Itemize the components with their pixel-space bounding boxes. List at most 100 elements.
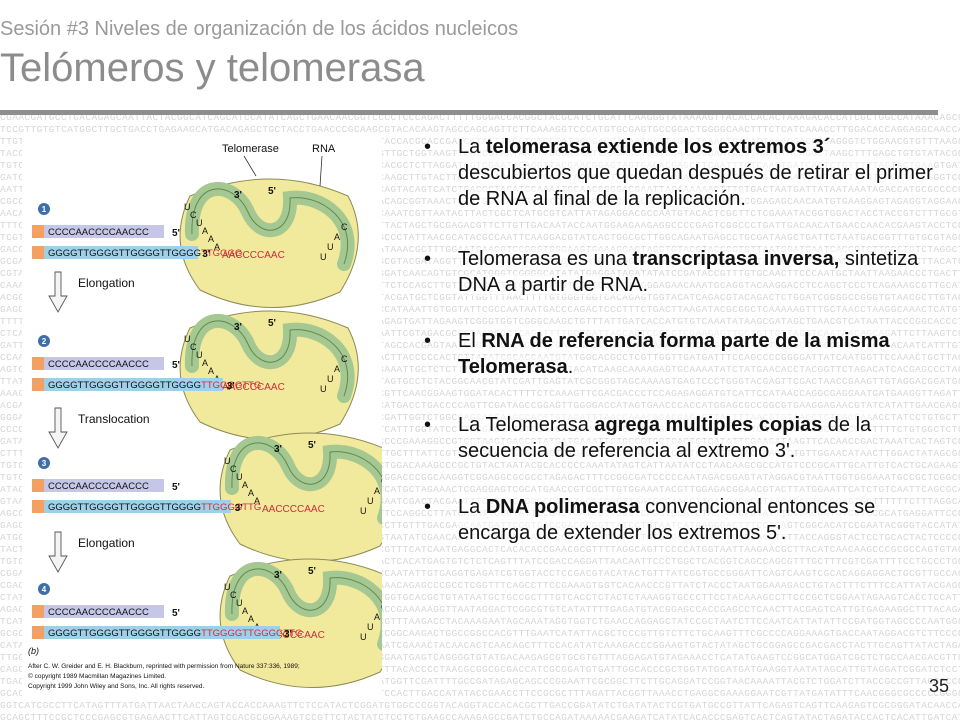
prime-5-label: 5' [172, 482, 180, 493]
process-step-label: Translocation [78, 412, 150, 426]
telomerase-enzyme [179, 178, 359, 308]
page-number: 35 [929, 676, 950, 696]
rna-base-letter: A [374, 612, 380, 622]
rna-base-letter: A [334, 232, 340, 242]
dna-added-repeat: TTGGGGTTG [201, 502, 261, 513]
process-arrow-icon [48, 531, 68, 573]
dna-top-strand [44, 225, 164, 238]
rna-base-letter: A [242, 480, 248, 490]
rna-base-letter: U [360, 632, 367, 642]
dna-bottom-sequence: GGGGTTGGGGTTGGGGTTGGGGTTGGGGTTG [48, 380, 261, 391]
dna-strand-end [32, 378, 44, 391]
bullet-item: La Telomerasa agrega multiples copias de… [424, 412, 934, 464]
rna-base-letter: C [190, 210, 197, 220]
dna-strand-end [32, 479, 44, 492]
rna-pointer [319, 155, 323, 187]
rna-base-letter: U [367, 622, 374, 632]
rna-base-letter: U [360, 506, 367, 516]
dna-strand-end [32, 626, 44, 639]
bullet-item: La telomerasa extiende los extremos 3´ d… [424, 134, 934, 212]
prime-3-label: 3' [202, 249, 210, 260]
step-number-circle [38, 457, 50, 469]
bullet-bold-text: agrega multiples copias [594, 414, 823, 436]
dna-bottom-sequence: GGGGTTGGGGTTGGGGTTGGGGTTGGGGTTG [48, 502, 261, 513]
rna-base-letter: C [230, 464, 237, 474]
panel-letter: (b) [28, 646, 39, 656]
prime-3-label: 3' [284, 629, 292, 640]
rna-base-letter: A [248, 614, 254, 624]
dna-top-sequence: CCCCAACCCCAACCC [48, 227, 149, 238]
rna-base-letter: U [196, 350, 203, 360]
slide-title: Telómeros y telomerasa [0, 46, 425, 90]
rna-template-sequence: AACCCCAAC [262, 630, 325, 641]
prime-5-label: 5' [268, 318, 276, 329]
rna-base-letter: U [327, 374, 334, 384]
rna-base-letter: A [374, 486, 380, 496]
telomerase-label: Telomerase [222, 143, 279, 155]
dna-bottom-base: GGGGTTGGGGTTGGGGTTGGGG [48, 628, 201, 639]
bullet-text: de la secuencia de referencia al extremo… [458, 414, 872, 462]
prime-5-label: 5' [172, 360, 180, 371]
rna-base-letter: U [320, 252, 327, 262]
rna-base-letter: U [184, 334, 191, 344]
rna-base-letter: C [381, 602, 382, 612]
rna-base-letter: A [334, 364, 340, 374]
rna-base-letter: U [236, 472, 243, 482]
prime-5-label: 5' [308, 440, 316, 451]
bullet-text: Telomerasa es una [458, 248, 633, 270]
bullet-bold-text: RNA de referencia forma parte de la mism… [458, 330, 890, 378]
rna-base-letter: A [202, 226, 208, 236]
bullet-text: La Telomerasa [458, 414, 595, 436]
prime-3-label: 3' [234, 190, 242, 201]
dna-strand-end [32, 246, 44, 259]
prime-5-label: 5' [268, 186, 276, 197]
rna-base-letter: U [224, 582, 231, 592]
bullet-bold-text: telomerasa extiende los extremos 3´ [485, 136, 831, 158]
rna-base-letter: U [327, 242, 334, 252]
dna-bottom-base: GGGGTTGGGGTTGGGGTTGGGG [48, 502, 201, 513]
rna-template-sequence: AACCCCAAC [262, 504, 325, 515]
rna-loop-outline [191, 188, 349, 265]
dna-bottom-strand [44, 246, 199, 259]
step-number-circle [38, 335, 50, 347]
rna-base-letter: A [248, 488, 254, 498]
dna-strand-end [32, 500, 44, 513]
bullet-text: El [458, 330, 482, 352]
telomerase-pointer [243, 155, 257, 177]
rna-base-letter: C [381, 476, 382, 486]
prime-3-label: 3' [274, 444, 282, 455]
dna-added-repeat: TTGGGGTTGGGGTTG [201, 628, 302, 639]
prime-3-label: 3' [274, 570, 282, 581]
figure-credit-line: Copyright 1999 John Wiley and Sons, Inc.… [28, 683, 205, 690]
dna-strand-end [32, 605, 44, 618]
bullet-bold-text: transcriptasa inversa, [632, 248, 840, 270]
rna-base-letter: C [190, 342, 197, 352]
rna-base-letter: U [184, 202, 191, 212]
rna-base-letter: A [242, 606, 248, 616]
figure-credit-line: © copyright 1989 Macmillan Magazines Lim… [28, 672, 166, 680]
dna-bottom-base: GGGGTTGGGGTTGGGGTTGGGG [48, 248, 201, 259]
dna-bottom-strand [44, 500, 231, 513]
dna-bottom-strand [44, 626, 280, 639]
rna-base-letter: U [367, 496, 374, 506]
dna-added-repeat: TTGGGGTTG [201, 380, 261, 391]
process-arrow-icon [48, 271, 68, 313]
telomerase-enzyme [219, 558, 399, 688]
bullet-bold-text: DNA polimerasa [485, 496, 640, 518]
step-number: 2 [42, 337, 47, 346]
rna-base-letter: C [341, 354, 348, 364]
rna-label: RNA [312, 143, 336, 155]
dna-bottom-sequence: GGGGTTGGGGTTGGGGTTGGGGTTGGGGTTGGGGTTG [48, 628, 302, 639]
bullet-text: . [567, 356, 574, 378]
dna-bottom-sequence: GGGGTTGGGGTTGGGGTTGGGGTTGGGG [48, 248, 242, 259]
bullet-item: El RNA de referencia forma parte de la m… [424, 328, 934, 380]
rna-base-letter: U [320, 384, 327, 394]
rna-base-letter: A [214, 242, 220, 252]
dna-top-sequence: CCCCAACCCCAACCC [48, 359, 149, 370]
step-number-circle [38, 203, 50, 215]
step-number: 4 [42, 585, 47, 594]
bullet-item: Telomerasa es una transcriptasa inversa,… [424, 246, 934, 298]
rna-loop-outline [191, 320, 349, 397]
bullet-text: convencional entonces se encarga de exte… [458, 496, 876, 544]
process-step-label: Elongation [78, 536, 135, 550]
